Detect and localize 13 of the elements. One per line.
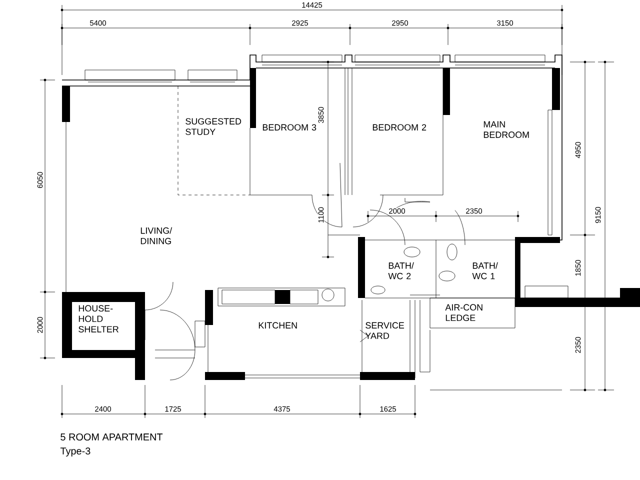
room-label: KITCHEN [258, 322, 297, 329]
room-label: BATH/ WC 1 [472, 262, 498, 280]
room-label: BEDROOM 3 [262, 124, 316, 131]
room-label: MAIN BEDROOM [484, 121, 529, 138]
room-label: SUGGESTED STUDY [186, 118, 242, 135]
room-label: AIR-CON LEDGE [445, 304, 482, 321]
plan-caption: Type-3 [60, 447, 90, 456]
room-label: LIVING/ DINING [140, 227, 172, 244]
room-label: BATH/ WC 2 [388, 262, 414, 280]
room-label: BEDROOM 2 [372, 124, 426, 131]
plan-title: 5 ROOM APARTMENT [60, 433, 163, 441]
room-label: SERVICE YARD [365, 322, 404, 339]
room-label: HOUSE- HOLD SHELTER [78, 305, 118, 332]
